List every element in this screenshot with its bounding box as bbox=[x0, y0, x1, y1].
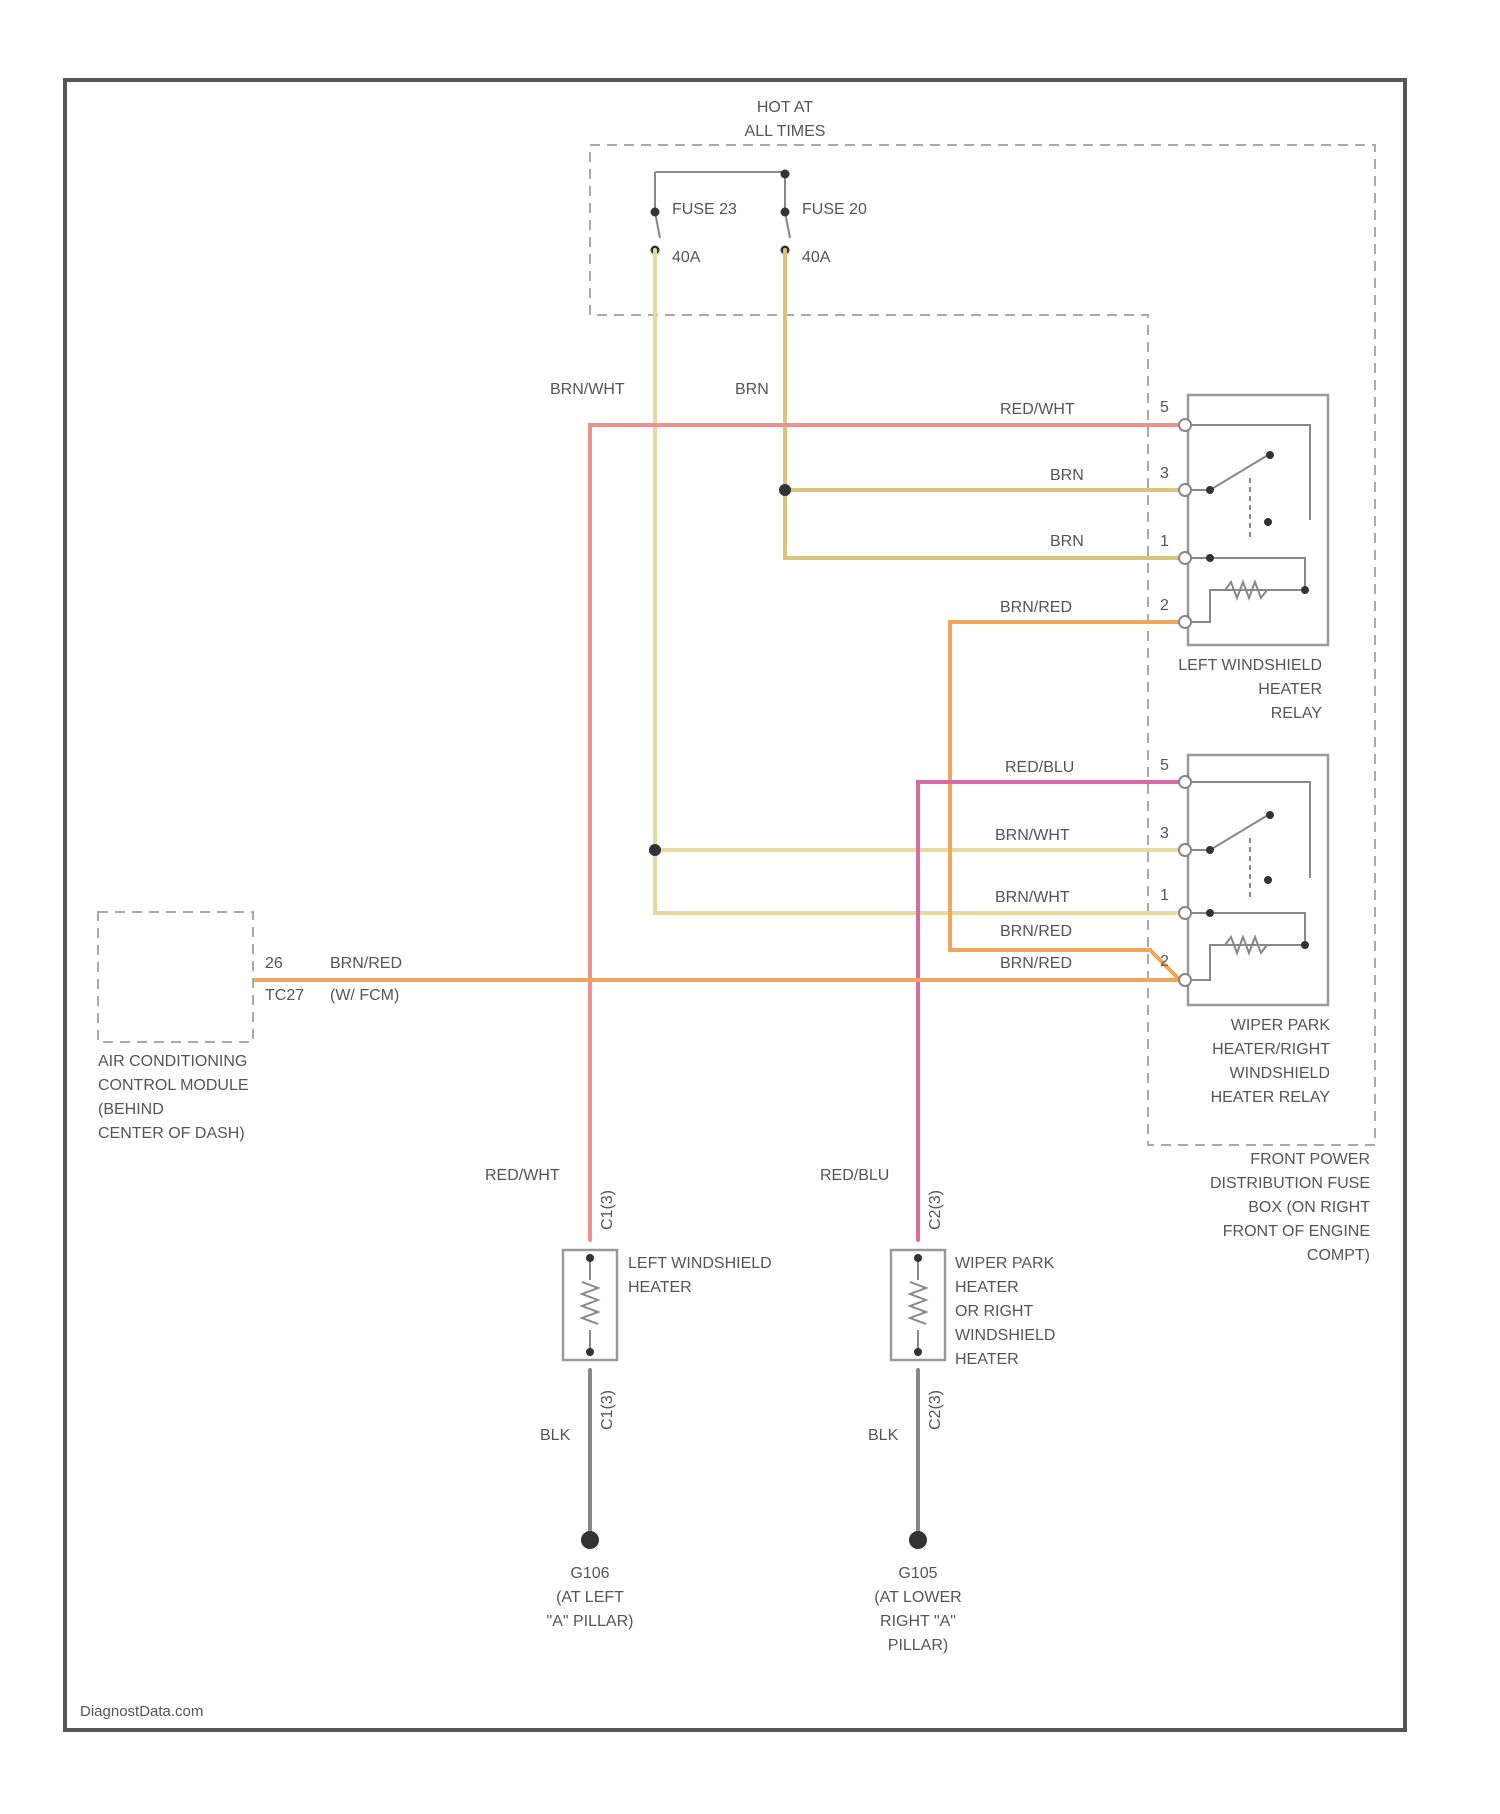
ground-left-label-2: (AT LEFT bbox=[556, 1589, 624, 1606]
fuse-right-name: FUSE 20 bbox=[802, 201, 867, 218]
pin-2-right: 2 bbox=[1160, 953, 1169, 970]
relay-right-label-2: HEATER/RIGHT bbox=[1212, 1041, 1330, 1058]
connector-tag-left-bottom: C1(3) bbox=[599, 1390, 616, 1430]
wire-label-red-wht-top: RED/WHT bbox=[1000, 401, 1075, 418]
pin-5-right: 5 bbox=[1160, 757, 1169, 774]
ac-module-label-2: CONTROL MODULE bbox=[98, 1077, 249, 1094]
ac-module-option: (W/ FCM) bbox=[330, 987, 399, 1004]
relay-left bbox=[1180, 395, 1328, 645]
pin-1-left: 1 bbox=[1160, 533, 1169, 550]
ac-module-label-1: AIR CONDITIONING bbox=[98, 1053, 247, 1070]
hot-at-label-2: ALL TIMES bbox=[745, 123, 826, 140]
wire-label-brn-top: BRN bbox=[735, 381, 769, 398]
ground-left-label-1: G106 bbox=[570, 1565, 609, 1582]
relay-right-label-3: WINDSHIELD bbox=[1230, 1065, 1330, 1082]
heater-left-label-2: HEATER bbox=[628, 1279, 692, 1296]
fuse-left-name: FUSE 23 bbox=[672, 201, 737, 218]
relay-right bbox=[1180, 755, 1328, 1005]
connector-tag-right-bottom: C2(3) bbox=[927, 1390, 944, 1430]
relay-left-label-1: LEFT WINDSHIELD bbox=[1178, 657, 1322, 674]
heater-right-component bbox=[891, 1250, 945, 1360]
dist-box-label-1: FRONT POWER bbox=[1250, 1151, 1370, 1168]
splice-brn-wht bbox=[649, 844, 661, 856]
fuse-right-rating: 40A bbox=[802, 249, 831, 266]
ac-module-label-4: CENTER OF DASH) bbox=[98, 1125, 245, 1142]
wire-label-brn-wht-1: BRN/WHT bbox=[995, 827, 1070, 844]
ground-left-dot bbox=[581, 1531, 599, 1549]
ground-left-label-3: "A" PILLAR) bbox=[547, 1613, 634, 1630]
wire-label-brn-red-3: BRN/RED bbox=[1000, 955, 1072, 972]
wire-label-brn-1: BRN bbox=[1050, 467, 1084, 484]
pin-5-left: 5 bbox=[1160, 399, 1169, 416]
pin-3-right: 3 bbox=[1160, 825, 1169, 842]
fuse-left-rating: 40A bbox=[672, 249, 701, 266]
dist-box-label-2: DISTRIBUTION FUSE bbox=[1210, 1175, 1370, 1192]
connector-tag-right-top: C2(3) bbox=[927, 1190, 944, 1230]
splice-brn bbox=[779, 484, 791, 496]
ground-right-label-2: (AT LOWER bbox=[874, 1589, 961, 1606]
ground-right-label-3: RIGHT "A" bbox=[880, 1613, 956, 1630]
wire-label-red-blu-top: RED/BLU bbox=[1005, 759, 1074, 776]
dist-box-label-4: FRONT OF ENGINE bbox=[1223, 1223, 1370, 1240]
wire-label-brn-red-1: BRN/RED bbox=[1000, 599, 1072, 616]
diagram-frame bbox=[65, 80, 1405, 1730]
relay-left-label-3: RELAY bbox=[1271, 705, 1323, 722]
heater-left-component bbox=[563, 1250, 617, 1360]
heater-right-label-1: WIPER PARK bbox=[955, 1255, 1055, 1272]
dist-box-label-3: BOX (ON RIGHT bbox=[1248, 1199, 1370, 1216]
dist-box-label-5: COMPT) bbox=[1307, 1247, 1370, 1264]
pin-3-left: 3 bbox=[1160, 465, 1169, 482]
ac-module-connector: TC27 bbox=[265, 987, 304, 1004]
pin-1-right: 1 bbox=[1160, 887, 1169, 904]
wire-label-blk-right: BLK bbox=[868, 1427, 899, 1444]
watermark: DiagnostData.com bbox=[80, 1703, 203, 1720]
wire-label-red-blu-bottom: RED/BLU bbox=[820, 1167, 889, 1184]
connector-tag-left-top: C1(3) bbox=[599, 1190, 616, 1230]
wire-label-brn-red-2: BRN/RED bbox=[1000, 923, 1072, 940]
ac-module-label-3: (BEHIND bbox=[98, 1101, 164, 1118]
ground-right-label-4: PILLAR) bbox=[888, 1637, 948, 1654]
wire-label-brn-red-ac: BRN/RED bbox=[330, 955, 402, 972]
relay-left-label-2: HEATER bbox=[1258, 681, 1322, 698]
wire-label-blk-left: BLK bbox=[540, 1427, 571, 1444]
pin-26-ac: 26 bbox=[265, 955, 283, 972]
wire-label-brn-wht-top: BRN/WHT bbox=[550, 381, 625, 398]
wire-label-red-wht-bottom: RED/WHT bbox=[485, 1167, 560, 1184]
heater-right-label-5: HEATER bbox=[955, 1351, 1019, 1368]
pin-2-left: 2 bbox=[1160, 597, 1169, 614]
heater-right-label-4: WINDSHIELD bbox=[955, 1327, 1055, 1344]
relay-right-label-1: WIPER PARK bbox=[1231, 1017, 1331, 1034]
heater-right-label-2: HEATER bbox=[955, 1279, 1019, 1296]
ac-module-box bbox=[98, 912, 253, 1042]
wire-brn-main bbox=[785, 250, 1180, 558]
ground-right-dot bbox=[909, 1531, 927, 1549]
relay-right-label-4: HEATER RELAY bbox=[1211, 1089, 1331, 1106]
heater-left-label-1: LEFT WINDSHIELD bbox=[628, 1255, 772, 1272]
heater-right-label-3: OR RIGHT bbox=[955, 1303, 1033, 1320]
ground-right-label-1: G105 bbox=[898, 1565, 937, 1582]
wire-label-brn-wht-2: BRN/WHT bbox=[995, 889, 1070, 906]
wire-label-brn-2: BRN bbox=[1050, 533, 1084, 550]
hot-at-label-1: HOT AT bbox=[757, 99, 814, 116]
wire-red-wht bbox=[590, 425, 1180, 1240]
